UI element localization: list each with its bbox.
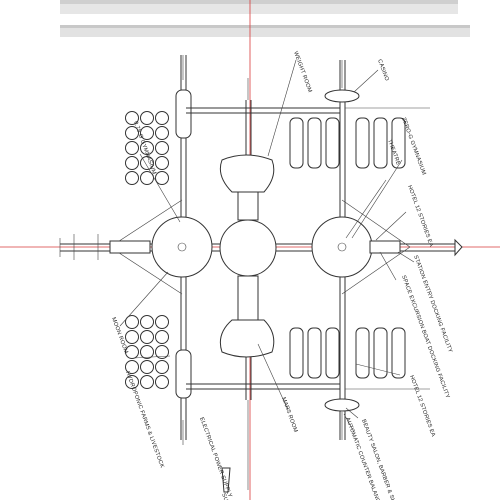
zero-g-sphere bbox=[311, 216, 373, 278]
hydroponic-pod bbox=[140, 360, 154, 374]
hydroponic-pod bbox=[140, 315, 154, 329]
hotel-capsule bbox=[373, 117, 388, 169]
hydroponic-pod bbox=[155, 171, 169, 185]
leader-lines bbox=[119, 59, 415, 433]
hydroponic-pod bbox=[125, 126, 139, 140]
hydroponic-pod bbox=[125, 360, 139, 374]
hotel-capsule bbox=[325, 327, 340, 379]
central-hub bbox=[109, 154, 411, 358]
hydroponic-pod bbox=[125, 315, 139, 329]
hotel-capsule bbox=[289, 117, 304, 169]
hydroponic-pod bbox=[140, 171, 154, 185]
casino-label: CASINO bbox=[376, 59, 390, 83]
hydroponic-pod bbox=[140, 156, 154, 170]
weight-room-label: WEIGHT ROOM bbox=[292, 51, 313, 94]
antennas bbox=[182, 55, 343, 493]
hotel-bottom-label: HOTEL 12 STORIES EA bbox=[408, 375, 436, 438]
hydroponic-pod bbox=[155, 360, 169, 374]
casino-sphere bbox=[219, 219, 277, 277]
hotel-capsule bbox=[325, 117, 340, 169]
hotel-modules bbox=[289, 117, 406, 379]
hotel-capsule bbox=[355, 327, 370, 379]
scan-artifact-top bbox=[60, 0, 470, 37]
hydroponic-pod bbox=[125, 111, 139, 125]
hydroponic-pod bbox=[155, 345, 169, 359]
hydroponic-pod bbox=[125, 156, 139, 170]
hotel-capsule bbox=[391, 327, 406, 379]
hydroponic-pod bbox=[125, 375, 139, 389]
truss-bars bbox=[186, 107, 430, 390]
electrical-power-label: ELECTRICAL POWER SUPPLY bbox=[198, 417, 233, 499]
hydroponic-pod bbox=[155, 126, 169, 140]
hydroponic-pod bbox=[140, 330, 154, 344]
hotel-capsule bbox=[289, 327, 304, 379]
hotel-capsule bbox=[391, 117, 406, 169]
hydroponic-pod bbox=[140, 345, 154, 359]
hotel-top-label: HOTEL 12 STORIES EA bbox=[406, 185, 434, 248]
hydroponic-pod bbox=[125, 171, 139, 185]
hotel-capsule bbox=[307, 327, 322, 379]
hydroponic-pod bbox=[155, 156, 169, 170]
hydroponic-pod bbox=[140, 375, 154, 389]
hydroponic-pod bbox=[155, 141, 169, 155]
hotel-capsule bbox=[373, 327, 388, 379]
station-entry-label: STATION ENTRY DOCKING FACILITY bbox=[412, 255, 453, 354]
hydroponic-pod bbox=[155, 375, 169, 389]
hydroponic-pod bbox=[125, 345, 139, 359]
hydroponic-pod bbox=[140, 141, 154, 155]
hydroponic-pod bbox=[125, 330, 139, 344]
hydroponic-pod bbox=[140, 111, 154, 125]
mars-room-label: MARS ROOM bbox=[280, 397, 298, 434]
hydroponic-pod bbox=[155, 315, 169, 329]
hotel-capsule bbox=[307, 117, 322, 169]
weight-room-module bbox=[219, 154, 275, 193]
hydroponic-pod bbox=[140, 126, 154, 140]
hydroponic-pods bbox=[125, 111, 169, 389]
hydroponic-pod bbox=[155, 330, 169, 344]
gymnasium-sphere bbox=[151, 216, 213, 278]
hydroponic-pod bbox=[125, 141, 139, 155]
edge-fragment-label: SU bbox=[220, 493, 228, 500]
mars-room-module bbox=[219, 319, 275, 358]
hotel-capsule bbox=[355, 117, 370, 169]
hydroponic-pod bbox=[155, 111, 169, 125]
